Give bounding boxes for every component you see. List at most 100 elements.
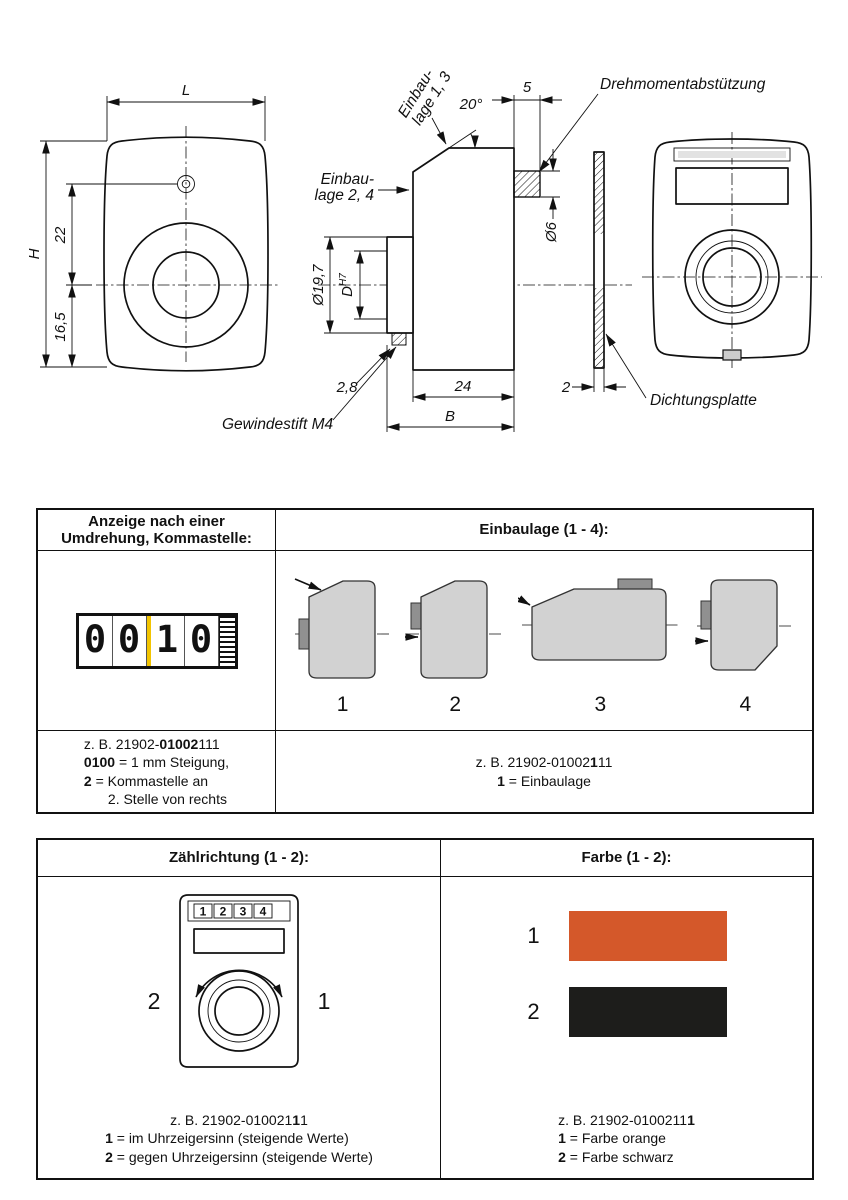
table1-header-left: Anzeige nach einer Umdrehung, Kommastell… [38,510,275,550]
position-4-drawing [695,578,793,671]
direction-dial: 1 2 3 4 2 1 [148,894,331,1068]
dial-digit: 3 [240,905,247,919]
position-3-drawing [517,578,678,661]
dial-digit: 4 [260,905,267,919]
dial-digit: 2 [220,905,227,919]
position-figure-1: 1 [293,571,393,717]
swatch-row-orange: 1 [527,911,727,961]
code-explanation: 0100 = 1 mm Steigung, [83,754,230,771]
position-1-drawing [294,577,390,679]
angle-20-label: 20° [459,96,483,113]
d-h7-label: DH7 [338,273,356,297]
dim-2-label: 2 [561,379,571,396]
color-swatch-orange [568,911,727,961]
color-swatch-schwarz [568,987,727,1037]
dim-22-label: 22 [52,226,69,244]
table1-footer-right: z. B. 21902-01002111 1 = Einbaulage [275,730,812,812]
einbaulage-2-4-label: Einbau- lage 2, 4 [315,171,375,204]
counter-display: 0 0 1 0 [75,612,238,669]
counter-digit: 0 [185,615,219,666]
seal-plate-view: 2 Dichtungsplatte [561,151,757,409]
code-explanation: 2. Stelle von rechts [107,790,227,807]
example-code-line: z. B. 21902-01002111 [170,1111,308,1128]
dim-5-label: 5 [523,79,532,96]
table2-header-left: Zählrichtung (1 - 2): [169,849,309,867]
rotation-arrow [195,969,283,998]
torque-pin [513,170,541,198]
set-screw-side [391,332,407,346]
example-code-block: z. B. 21902-01002111 1 = Einbaulage [476,753,613,790]
front-view-right [642,132,822,368]
swatch-number: 2 [527,999,540,1024]
dimension-lines-seal [572,333,647,399]
position-number: 1 [336,692,349,716]
display-window [675,167,789,205]
code-explanation: 2 = Kommastelle an [83,772,209,789]
position-figure-2: 2 [405,571,505,717]
bottom-tab [722,349,742,361]
direction-2-label: 2 [148,988,161,1014]
counter-digit: 0 [113,615,147,666]
header-left-line2: Umdrehung, Kommastelle: [61,530,252,547]
dimension-lines-side [324,93,599,432]
drehmoment-label: Drehmomentabstützung [600,76,766,93]
position-figure-3: 3 [517,571,683,717]
swatch-row-schwarz: 2 [527,987,727,1037]
position-number: 4 [739,692,752,716]
einbaulage-table: Anzeige nach einer Umdrehung, Kommastell… [36,508,814,814]
code-explanation: 2 = Farbe schwarz [558,1148,674,1165]
front-view: L H 22 16,5 [26,82,278,372]
example-code-line: z. B. 21902-01002111 [558,1111,695,1128]
table1-header-right: Einbaulage (1 - 4): [275,510,812,550]
side-view: 5 20° Drehmomentabstützung Einbau- lage … [222,66,766,433]
direction-cell: 1 2 3 4 2 1 z. B. 21902-01002111 1 = im … [38,876,440,1178]
technical-drawing: L H 22 16,5 [26,66,822,433]
swatch-number: 1 [527,923,540,948]
dial-window [193,928,285,954]
example-code-block: z. B. 21902-01002111 1 = Farbe orange 2 … [558,1111,695,1166]
einbaulage-1-3-label: Einbau- lage 1, 3 [395,66,455,128]
direction-dial-drawing: 1 2 3 4 2 1 [148,894,331,1068]
counter-digit: 0 [79,615,113,666]
table2-header-right: Farbe (1 - 2): [440,840,812,876]
comma-marker [146,615,151,666]
dimension-lines-front [40,96,266,368]
code-explanation: 1 = im Uhrzeigersinn (steigende Werte) [105,1130,349,1147]
dim-24-label: 24 [454,378,472,395]
code-explanation: 2 = gegen Uhrzeigersinn (steigende Werte… [105,1148,373,1165]
gewindestift-label: Gewindestift M4 [222,416,334,433]
dichtungsplatte-label: Dichtungsplatte [650,392,757,409]
position-figure-4: 4 [695,571,795,717]
example-code-line: z. B. 21902-01002111 [83,735,220,752]
positions-cell: 1 2 3 [275,550,812,730]
position-number: 3 [594,692,607,716]
position-number: 2 [449,692,462,716]
dim-16-5-label: 16,5 [52,312,69,342]
dial-digit: 1 [200,905,207,919]
dim-b-label: B [445,408,455,425]
counter-digit: 1 [151,615,185,666]
example-code-block: z. B. 21902-01002111 1 = im Uhrzeigersin… [105,1111,373,1166]
table1-footer-left: z. B. 21902-01002111 0100 = 1 mm Steigun… [38,730,275,812]
code-explanation: 1 = Farbe orange [558,1130,666,1147]
color-cell: 1 2 z. B. 21902-01002111 1 = Farbe orang… [440,876,812,1178]
dia-6-label: Ø6 [543,221,560,243]
direction-1-label: 1 [318,988,331,1014]
set-screw-front [177,175,195,193]
example-code-block: z. B. 21902-01002111 0100 = 1 mm Steigun… [84,735,229,809]
svg-text:Einbau-: Einbau- [321,171,374,188]
options-table: Zählrichtung (1 - 2): Farbe (1 - 2): 1 2… [36,838,814,1180]
cap-slot [673,147,791,162]
shaft-collar [386,236,414,334]
color-swatches: 1 2 [527,911,727,1037]
example-code-line: z. B. 21902-01002111 [475,754,613,771]
dim-l-label: L [182,82,190,99]
svg-text:lage 2, 4: lage 2, 4 [315,187,375,204]
dia-19-7-label: Ø19,7 [310,264,327,307]
position-2-drawing [405,579,503,679]
counter-cell: 0 0 1 0 [38,550,275,730]
dim-2-8-label: 2,8 [336,379,359,396]
header-left-line1: Anzeige nach einer [88,512,225,530]
code-explanation: 1 = Einbaulage [497,772,591,789]
